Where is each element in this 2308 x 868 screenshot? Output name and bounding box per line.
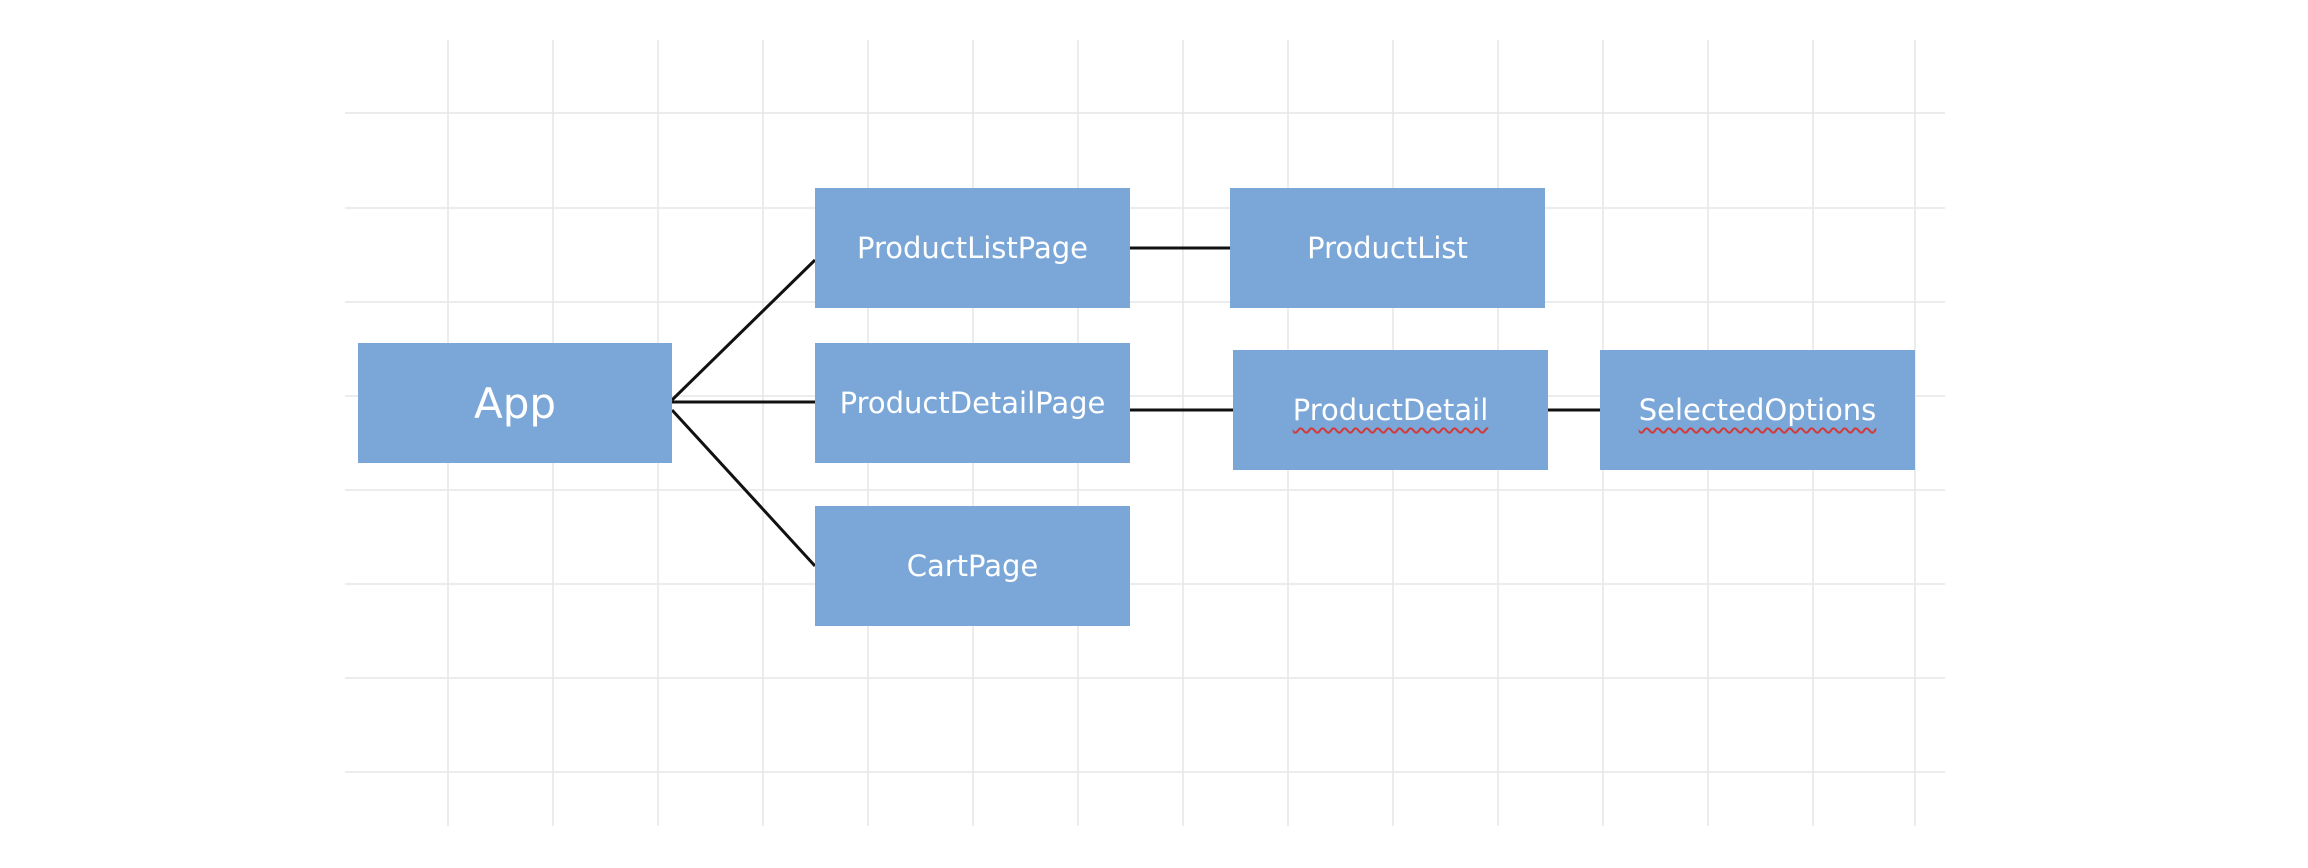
connector-lines	[670, 246, 1600, 568]
node-product-detail-page[interactable]: ProductDetailPage	[815, 343, 1130, 463]
node-selected-options-label: SelectedOptions	[1638, 393, 1877, 427]
node-product-detail-label: ProductDetail	[1292, 393, 1489, 427]
node-product-list-page[interactable]: ProductListPage	[815, 188, 1130, 308]
edge-app-to-cart-page	[670, 408, 817, 568]
node-selected-options[interactable]: SelectedOptions	[1600, 350, 1915, 470]
node-cart-page-label: CartPage	[906, 549, 1039, 583]
node-product-list-page-label: ProductListPage	[856, 231, 1088, 265]
node-app-label: App	[473, 378, 557, 428]
node-app[interactable]: App	[358, 343, 672, 463]
edge-app-to-product-list-page	[670, 258, 817, 402]
node-product-list[interactable]: ProductList	[1230, 188, 1545, 308]
node-product-list-label: ProductList	[1307, 231, 1468, 265]
node-product-detail[interactable]: ProductDetail	[1233, 350, 1548, 470]
node-product-detail-page-label: ProductDetailPage	[839, 386, 1106, 420]
node-cart-page[interactable]: CartPage	[815, 506, 1130, 626]
